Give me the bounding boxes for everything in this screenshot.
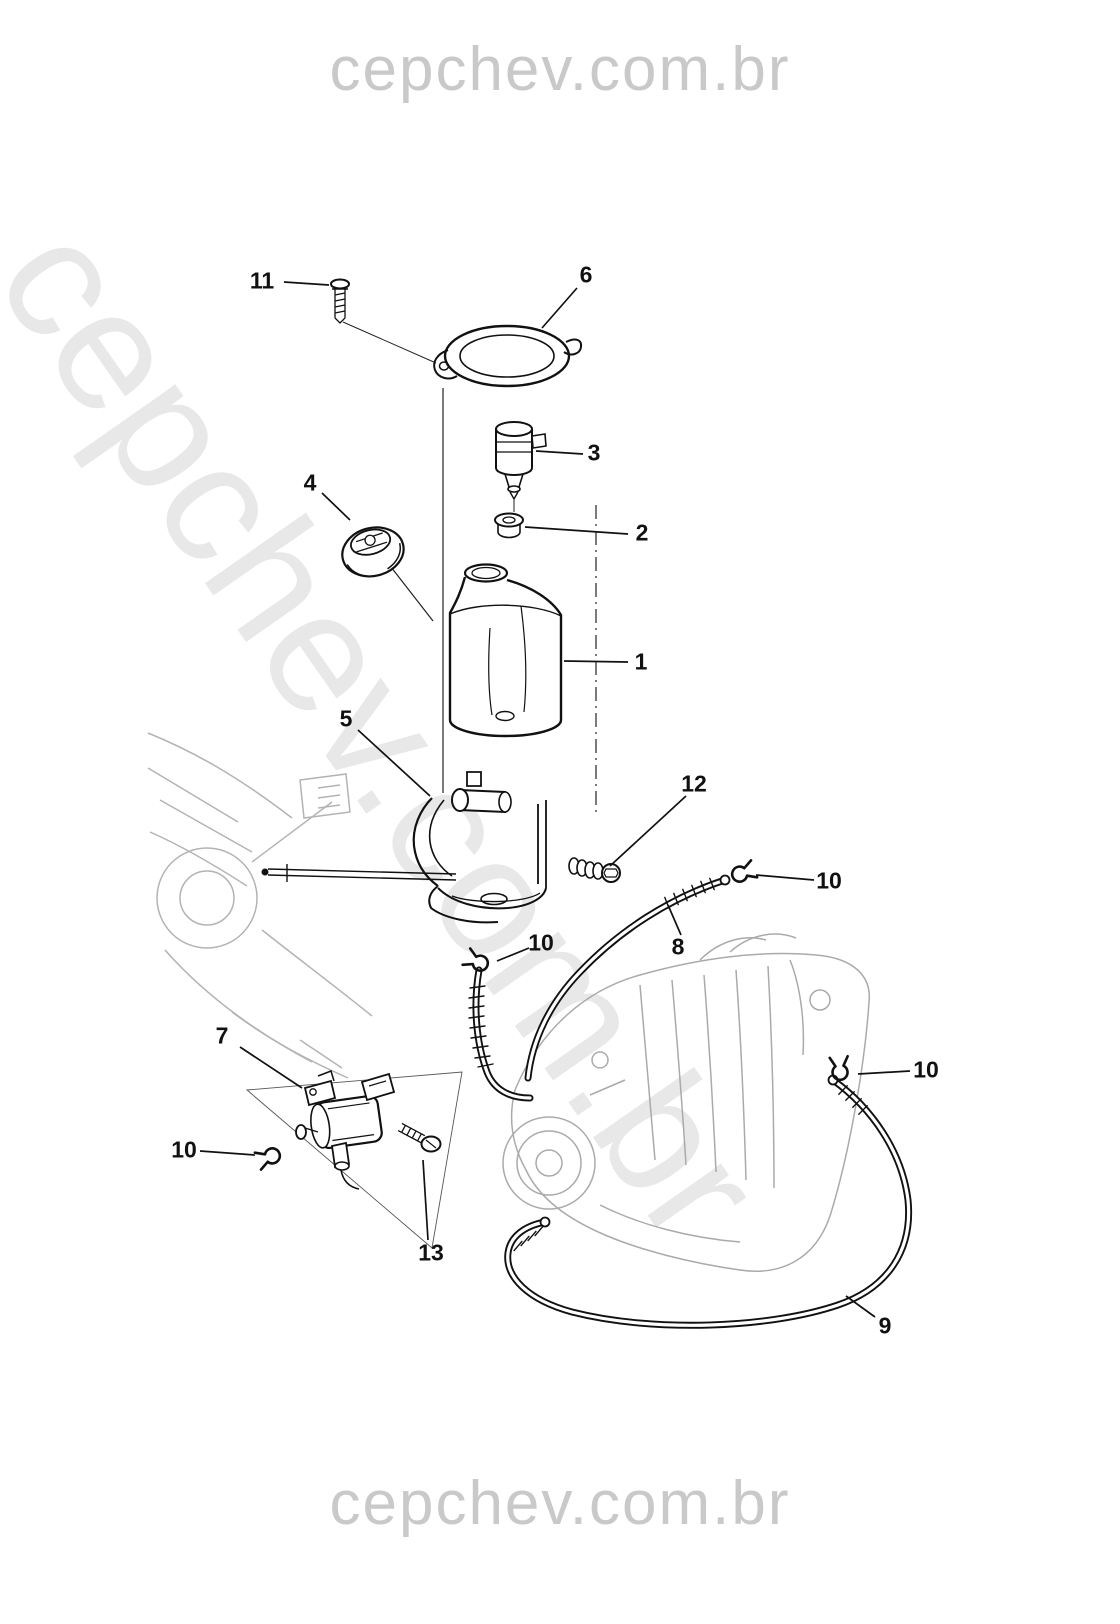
bracket-part-5 xyxy=(261,771,547,924)
callout-9: 9 xyxy=(878,1312,892,1339)
canister-part-1 xyxy=(448,563,563,738)
washer-part-2 xyxy=(494,512,524,539)
watermark-top: cepchev.com.br xyxy=(329,35,791,104)
spring-screw-part-12 xyxy=(568,857,621,883)
hose-part-9 xyxy=(504,1074,913,1329)
retaining-ring-part-6 xyxy=(433,324,583,388)
screw-part-11 xyxy=(330,278,350,324)
callout-5: 5 xyxy=(339,705,353,732)
watermark-bottom: cepchev.com.br xyxy=(329,1469,791,1538)
callout-4: 4 xyxy=(303,469,317,496)
callout-2: 2 xyxy=(635,519,649,546)
intake-manifold-sketch xyxy=(502,933,870,1272)
callout-13: 13 xyxy=(418,1239,444,1266)
callout-1: 1 xyxy=(634,648,648,675)
callout-12: 12 xyxy=(681,770,707,797)
clip-part-10-d xyxy=(253,1147,282,1171)
callout-7: 7 xyxy=(215,1022,229,1049)
clip-part-10-c xyxy=(828,1054,849,1082)
callout-10-d: 10 xyxy=(171,1136,197,1163)
vent-valve-part-3 xyxy=(495,421,547,501)
callout-3: 3 xyxy=(587,439,601,466)
engine-block-sketch xyxy=(147,732,373,1079)
clip-part-10-b xyxy=(461,947,490,972)
callout-10-c: 10 xyxy=(913,1056,939,1083)
clip-part-10-a xyxy=(730,859,759,883)
bolt-part-13 xyxy=(397,1122,442,1153)
callout-10-a: 10 xyxy=(816,867,842,894)
callout-10-b: 10 xyxy=(528,929,554,956)
alignment-lines xyxy=(245,321,597,1249)
hose-part-8 xyxy=(524,874,731,1082)
callout-8: 8 xyxy=(671,933,685,960)
solenoid-valve-part-7 xyxy=(295,1070,396,1190)
callout-6: 6 xyxy=(579,261,593,288)
hose-spring-section xyxy=(468,966,534,1102)
rubber-mount-part-4 xyxy=(341,526,405,578)
callout-11: 11 xyxy=(249,267,275,294)
leader-lines xyxy=(199,281,911,1318)
